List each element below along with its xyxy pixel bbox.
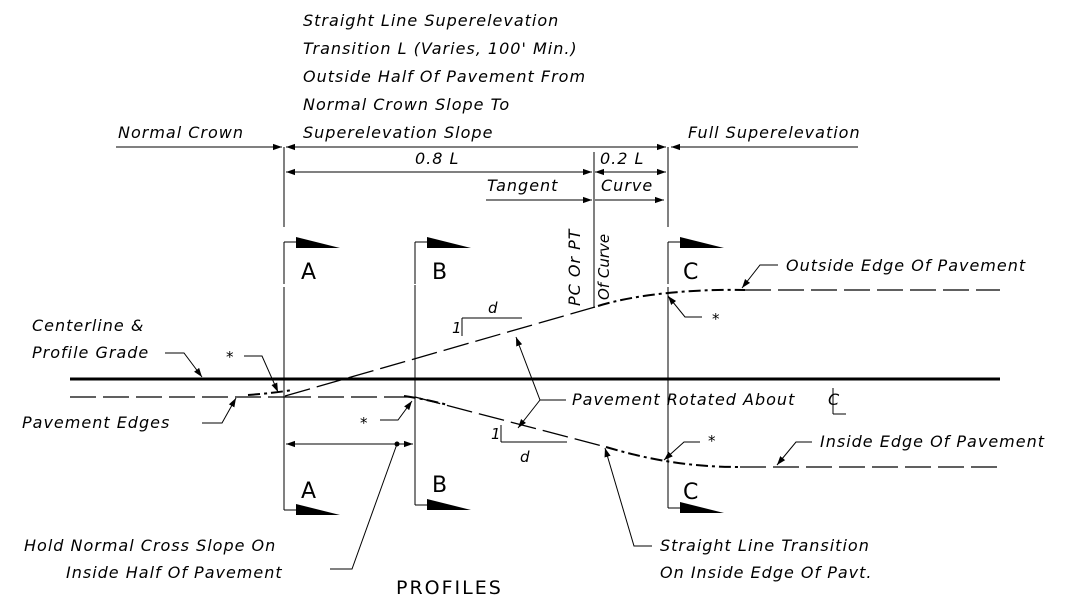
section-c-bottom-label: C (683, 480, 698, 505)
outside-edge-transition (284, 306, 596, 397)
outside-edge-leader (741, 264, 778, 289)
section-marker-a-bottom: A (283, 466, 340, 515)
slope-rise-bottom: 1 (491, 425, 501, 443)
asterisk-c-top: * (712, 310, 720, 328)
section-a-top-label: A (301, 260, 316, 285)
curve-label: Curve (601, 176, 653, 195)
asterisk-a: * (226, 348, 234, 366)
section-marker-c-top: C (667, 237, 724, 285)
slope-run-bottom: d (520, 448, 530, 466)
section-a-bottom-label: A (301, 479, 316, 504)
pc-pt-label: PC Or PT (565, 228, 584, 306)
hold-normal-leader (330, 443, 398, 570)
transition-note-line-5: Superelevation Slope (303, 123, 493, 142)
section-marker-b-top: B (414, 237, 471, 285)
pavement-edges-label: Pavement Edges (22, 413, 170, 432)
straight-line-line-1: Straight Line Transition (660, 536, 870, 555)
svg-text:C: C (828, 390, 840, 409)
transition-note: Straight Line Superelevation Transition … (303, 11, 586, 142)
centerline-label-line-1: Centerline & (32, 316, 144, 335)
transition-note-line-2: Transition L (Varies, 100' Min.) (303, 39, 578, 58)
section-c-top-label: C (683, 260, 698, 285)
inside-edge-label: Inside Edge Of Pavement (820, 432, 1045, 451)
transition-note-line-4: Normal Crown Slope To (303, 95, 510, 114)
hold-normal-line-1: Hold Normal Cross Slope On (24, 536, 276, 555)
inside-edge-curve-start (403, 395, 449, 406)
inside-edge-curve-end (605, 446, 741, 468)
straight-line-leader (604, 447, 652, 547)
outside-edge-curve-start (247, 389, 293, 396)
section-marker-c-bottom: C (667, 460, 724, 513)
asterisk-b: * (360, 414, 368, 432)
normal-crown-label: Normal Crown (118, 123, 244, 142)
transition-note-line-1: Straight Line Superelevation (303, 11, 559, 30)
asterisk-a-leader (244, 355, 279, 393)
transition-note-line-3: Outside Half Of Pavement From (303, 67, 586, 86)
dim-08l-label: 0.8 L (415, 149, 459, 168)
profiles-title: PROFILES (396, 577, 503, 598)
pavement-edges-leader (202, 397, 237, 424)
slope-symbol-bottom: 1 d (491, 425, 567, 466)
section-b-bottom-label: B (432, 473, 447, 498)
full-superelevation-label: Full Superelevation (688, 123, 861, 142)
section-marker-a-top: A (283, 237, 340, 285)
asterisk-c-top-leader (667, 295, 702, 318)
slope-symbol-top: 1 d (452, 299, 522, 337)
tangent-label: Tangent (487, 176, 558, 195)
section-marker-b-bottom: B (414, 460, 471, 510)
slope-run-top: d (488, 299, 498, 317)
straight-line-line-2: On Inside Edge Of Pavt. (660, 563, 873, 582)
inside-edge-leader (776, 441, 812, 466)
asterisk-c-bottom: * (708, 432, 716, 450)
slope-rise-top: 1 (452, 319, 462, 337)
centerline-leader (165, 352, 203, 378)
outside-edge-curve-end (597, 288, 746, 307)
centerline-label-line-2: Profile Grade (32, 343, 149, 362)
section-b-top-label: B (432, 260, 447, 285)
centerline-symbol-icon: C (828, 388, 846, 415)
asterisk-b-leader (380, 400, 413, 421)
pavement-rotated-label: Pavement Rotated About (572, 390, 795, 409)
outside-edge-label: Outside Edge Of Pavement (786, 256, 1026, 275)
asterisk-c-bottom-leader (663, 441, 700, 461)
hold-normal-line-2: Inside Half Of Pavement (66, 563, 283, 582)
pavement-rotated-leader-bottom (517, 399, 541, 429)
of-curve-label: Of Curve (595, 234, 613, 300)
dim-02l-label: 0.2 L (600, 149, 644, 168)
pavement-rotated-leader-top (515, 336, 566, 401)
